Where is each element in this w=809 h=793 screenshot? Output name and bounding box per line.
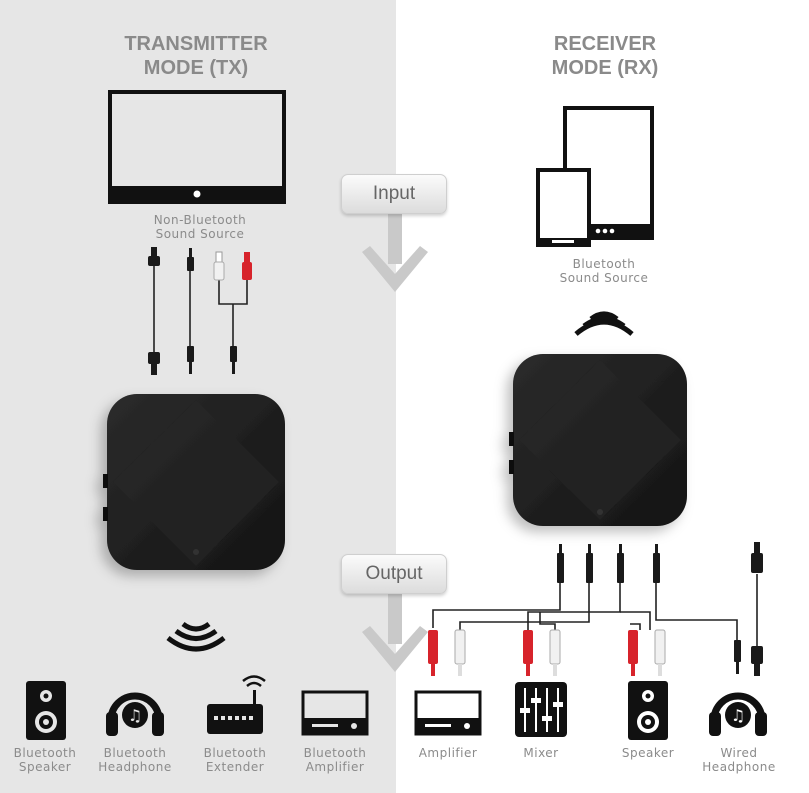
rx-output-label-mixer: Mixer (523, 746, 559, 760)
output-label: Output (341, 554, 447, 594)
svg-text:♫: ♫ (731, 706, 745, 725)
rx-output-label-speaker: Speaker (621, 746, 675, 760)
tv-monitor-icon (108, 90, 286, 204)
rx-rca-plugs-icon (428, 629, 666, 676)
speaker-icon (26, 681, 66, 740)
tx-output-label-extender: Bluetooth Extender (203, 746, 267, 774)
router-icon (207, 675, 266, 734)
tx-input-cables (153, 262, 248, 356)
output-arrow (362, 594, 428, 672)
rca-plugs-icon (213, 251, 252, 374)
rx-headphone-icon: ♫ (709, 692, 767, 736)
rx-source-caption: Bluetooth Sound Source (559, 257, 649, 285)
rx-speaker-icon (628, 681, 668, 740)
rx-output-label-headphone: Wired Headphone (702, 746, 776, 774)
tx-bluetooth-signal-icon (166, 621, 226, 652)
svg-text:♫: ♫ (128, 706, 142, 725)
rx-aux-plugs-icon (557, 544, 741, 674)
input-label: Input (341, 174, 447, 214)
rx-device (509, 354, 687, 526)
headphone-icon: ♫ (106, 692, 164, 736)
tx-output-label-speaker: Bluetooth Speaker (13, 746, 77, 774)
tx-output-label-headphone: Bluetooth Headphone (98, 746, 172, 774)
rx-amplifier-icon (414, 690, 482, 736)
tablet-phone-icon (536, 106, 654, 247)
rx-optical-plug-icon (751, 542, 763, 676)
rx-output-cables (432, 574, 758, 646)
amplifier-icon (301, 690, 369, 736)
tx-output-label-amplifier: Bluetooth Amplifier (303, 746, 367, 774)
input-arrow (362, 212, 428, 292)
tx-device (103, 394, 285, 570)
mixer-icon (515, 682, 567, 737)
optical-plug-icon (148, 247, 160, 375)
rx-bluetooth-signal-icon (574, 311, 634, 336)
aux-plug-icon (187, 248, 194, 374)
rx-mode-title: RECEIVER MODE (RX) (551, 33, 659, 79)
tx-mode-title: TRANSMITTER MODE (TX) (124, 33, 268, 79)
tx-source-caption: Non-Bluetooth Sound Source (153, 213, 247, 241)
rx-output-label-amplifier: Amplifier (418, 746, 478, 760)
